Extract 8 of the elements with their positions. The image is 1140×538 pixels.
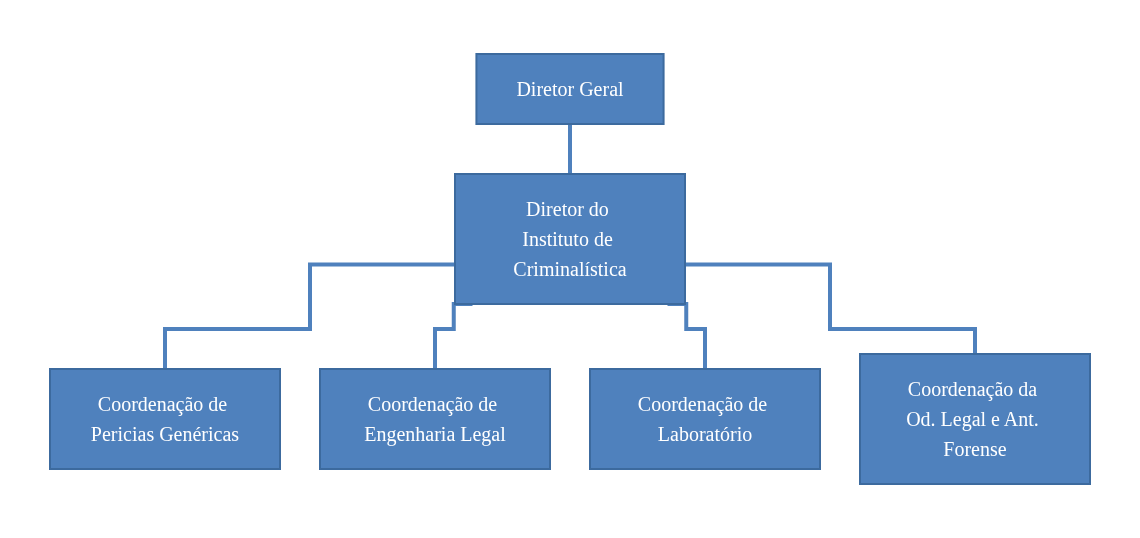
node-box: Diretor Geral	[475, 53, 665, 125]
node-box: Diretor do Instituto de Criminalística	[454, 173, 686, 305]
node-box: Coordenação de Pericias Genéricas	[49, 368, 281, 470]
connector	[685, 262, 977, 356]
node-box: Coordenação da Od. Legal e Ant. Forense	[859, 353, 1091, 485]
node-box: Coordenação de Laboratório	[589, 368, 821, 470]
node-box: Coordenação de Engenharia Legal	[319, 368, 551, 470]
connector	[163, 262, 455, 371]
